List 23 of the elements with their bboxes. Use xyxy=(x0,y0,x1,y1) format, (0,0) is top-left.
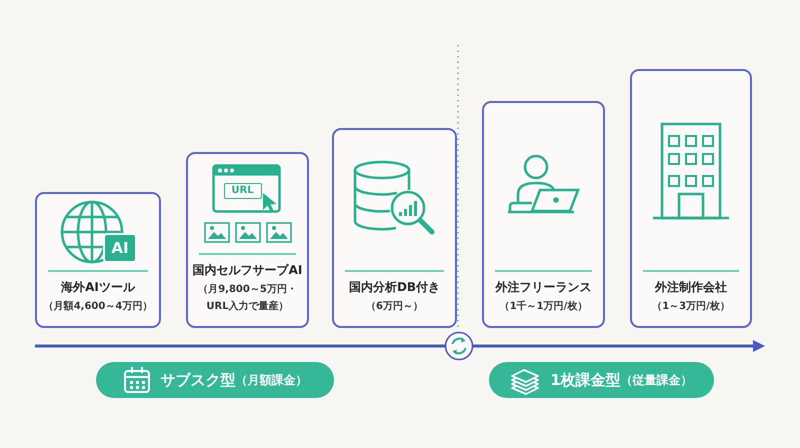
option-card xyxy=(186,152,309,328)
option-card xyxy=(332,128,457,328)
option-card xyxy=(35,192,161,328)
option-card xyxy=(630,69,752,328)
card-title: 国内分析DB付き xyxy=(348,279,440,295)
icon-badge: AI xyxy=(103,233,137,263)
price-text: （月額4,600～4万円） xyxy=(44,300,152,314)
card-title: 海外AIツール xyxy=(61,279,135,295)
card-title: 外注フリーランス xyxy=(496,279,592,295)
pill-subtitle: （月額課金） xyxy=(236,372,308,388)
address-field: URL xyxy=(224,182,262,198)
category-pill xyxy=(96,362,334,398)
price-text: （6万円～） xyxy=(366,300,423,314)
price-text: （月9,800～5万円・URL入力で量産） xyxy=(197,283,298,314)
pill-title: サブスク型 xyxy=(160,370,236,390)
pill-subtitle: （従量課金） xyxy=(620,372,693,388)
card-title: 国内セルフサーブAI xyxy=(192,262,302,278)
category-pill xyxy=(489,362,714,398)
option-card xyxy=(482,101,605,328)
price-text: （1千～1万円/枚） xyxy=(500,300,588,314)
card-title: 外注制作会社 xyxy=(655,279,727,295)
price-text: （1～3万円/枚） xyxy=(652,300,730,314)
pill-title: 1枚課金型 xyxy=(550,370,621,390)
